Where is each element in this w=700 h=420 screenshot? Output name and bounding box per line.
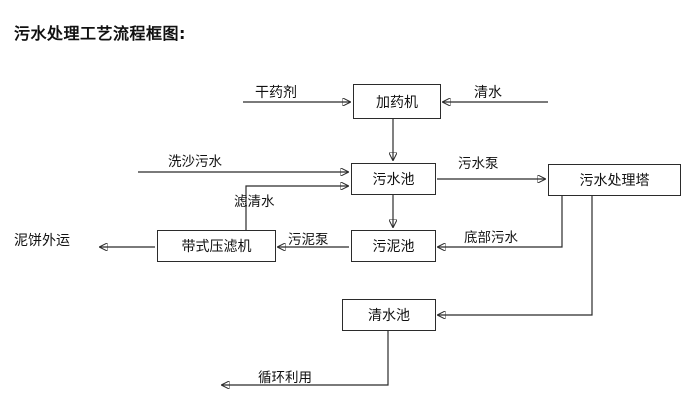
node-treatment-tower[interactable]: 污水处理塔 — [548, 164, 681, 196]
edge-label-recycle-use: 循环利用 — [258, 370, 312, 386]
node-label: 污水池 — [372, 172, 415, 188]
terminal-clean-water-input: 清水 — [474, 85, 502, 101]
edge-label-sand-wash-sewage: 洗沙污水 — [168, 154, 222, 170]
page-title: 污水处理工艺流程框图: — [14, 24, 186, 43]
terminal-dry-agent: 干药剂 — [255, 85, 297, 101]
edge-label-sludge-pump: 污泥泵 — [288, 232, 329, 248]
node-clean-water-pool[interactable]: 清水池 — [342, 299, 436, 331]
node-label: 污泥池 — [372, 239, 415, 255]
node-dosing-machine[interactable]: 加药机 — [353, 84, 441, 119]
node-sewage-pool[interactable]: 污水池 — [351, 163, 436, 195]
terminal-mud-cake-transport: 泥饼外运 — [14, 233, 70, 249]
node-label: 带式压滤机 — [181, 239, 252, 255]
node-belt-filter-press[interactable]: 带式压滤机 — [157, 230, 276, 262]
edge-label-sewage-pump: 污水泵 — [458, 156, 499, 172]
edge-label-filtrate-water: 滤清水 — [234, 194, 275, 210]
edge-label-bottom-sewage: 底部污水 — [464, 230, 518, 246]
node-label: 清水池 — [368, 308, 410, 324]
node-sludge-pool[interactable]: 污泥池 — [351, 230, 436, 262]
node-label: 加药机 — [376, 94, 418, 111]
node-label: 污水处理塔 — [579, 173, 650, 189]
